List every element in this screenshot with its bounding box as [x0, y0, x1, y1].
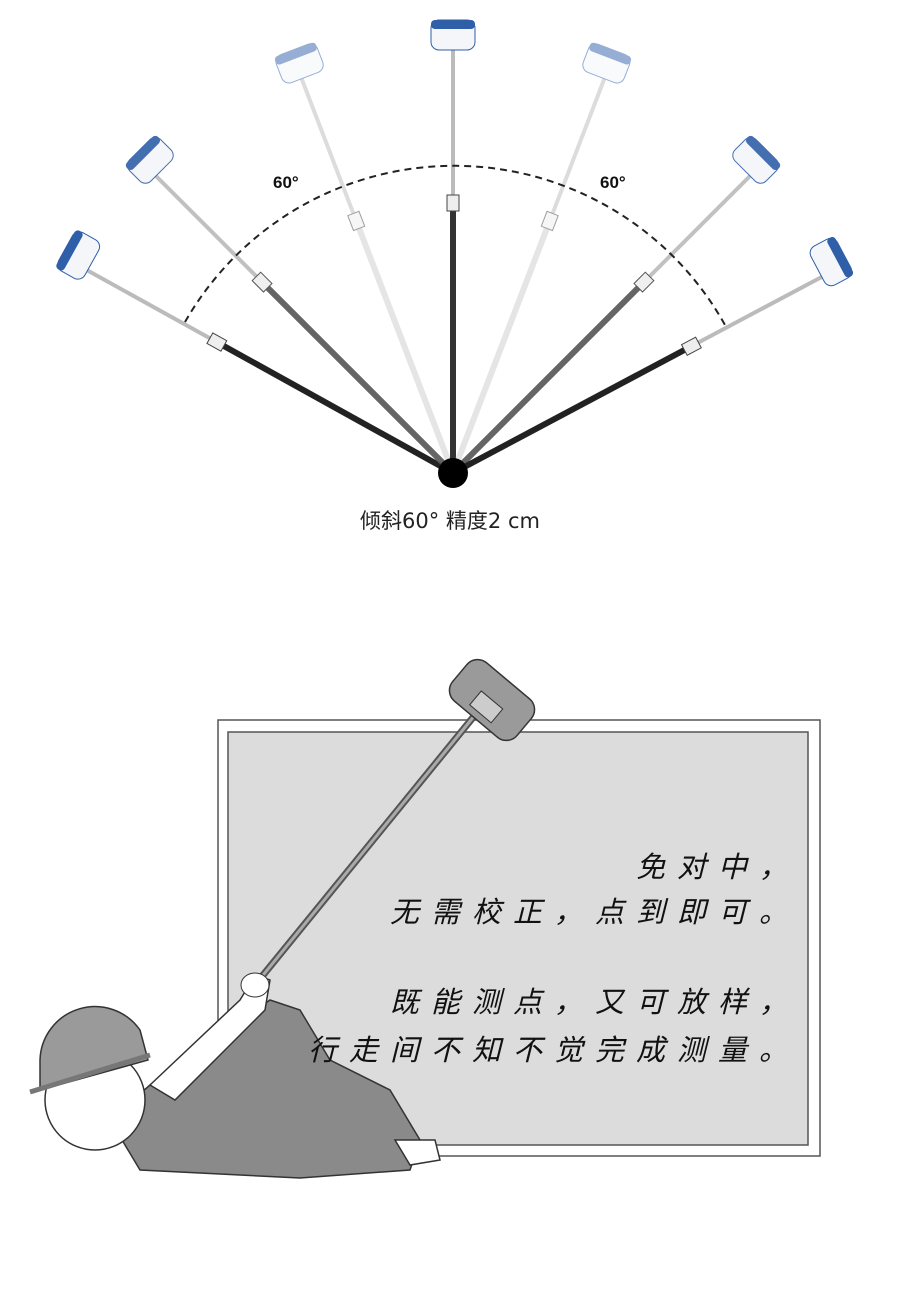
rtk-pole-2: [274, 42, 456, 475]
rtk-pole-4: [450, 42, 632, 475]
rtk-pole-0: [56, 230, 455, 476]
pivot-point: [438, 458, 468, 488]
tilted-rtk-poles: [56, 19, 854, 476]
board-line-4: 行走间不知不觉完成测量。: [307, 1033, 800, 1067]
right-angle-label: 60°: [600, 173, 626, 192]
tilt-arc: [184, 164, 726, 326]
rtk-pole-3: [430, 19, 476, 473]
worker-figure: [29, 974, 441, 1179]
tilt-accuracy-caption: 倾斜60° 精度2 cm: [360, 509, 540, 533]
held-receiver: [448, 658, 536, 742]
board-line-1: 免对中，: [635, 850, 800, 884]
board-line-3: 既能测点，又可放样，: [389, 985, 800, 1019]
rtk-pole-1: [125, 135, 456, 476]
rtk-pole-6: [451, 237, 854, 476]
rtk-pole-5: [450, 135, 781, 476]
left-angle-label: 60°: [273, 173, 299, 192]
board-line-2: 无需校正，点到即可。: [389, 895, 800, 929]
